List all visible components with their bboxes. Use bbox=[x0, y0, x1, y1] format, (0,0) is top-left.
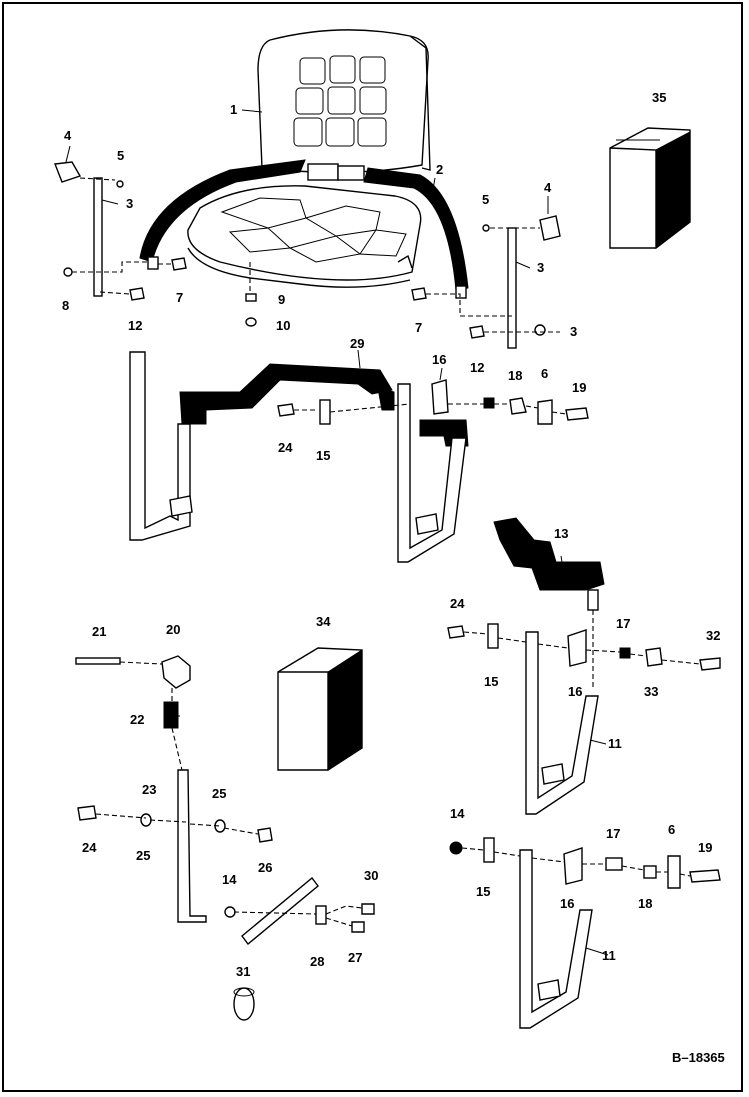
seat-bar-arm-right bbox=[397, 383, 467, 563]
callout-28: 28 bbox=[310, 954, 324, 969]
seat-back bbox=[257, 29, 431, 174]
callout-31: 31 bbox=[236, 964, 250, 979]
middle-hardware bbox=[277, 379, 589, 425]
callout-14-right: 14 bbox=[450, 806, 465, 821]
callout-16-middle: 16 bbox=[432, 352, 446, 367]
callout-18-lower: 18 bbox=[638, 896, 652, 911]
callout-3-left: 3 bbox=[126, 196, 133, 211]
callout-35: 35 bbox=[652, 90, 666, 105]
callout-18-middle: 18 bbox=[508, 368, 522, 383]
callout-4-left: 4 bbox=[64, 128, 72, 143]
callout-22: 22 bbox=[130, 712, 144, 727]
callout-7-left: 7 bbox=[176, 290, 183, 305]
callout-2: 2 bbox=[436, 162, 443, 177]
callout-23: 23 bbox=[142, 782, 156, 797]
callout-16-lower-right: 16 bbox=[560, 896, 574, 911]
bracket-right bbox=[411, 215, 561, 349]
callout-24-lower-left: 24 bbox=[82, 840, 97, 855]
bar-13 bbox=[493, 517, 605, 690]
callout-17-upper: 17 bbox=[616, 616, 630, 631]
callout-30: 30 bbox=[364, 868, 378, 883]
callout-26: 26 bbox=[258, 860, 272, 875]
callout-32: 32 bbox=[706, 628, 720, 643]
callout-12-right: 12 bbox=[470, 360, 484, 375]
figure-id: B–18365 bbox=[672, 1050, 725, 1065]
callout-17-lower: 17 bbox=[606, 826, 620, 841]
callout-25-lower: 25 bbox=[136, 848, 150, 863]
seat-cushion bbox=[187, 185, 422, 288]
manual-holder-35 bbox=[609, 127, 691, 250]
callout-11-upper: 11 bbox=[608, 736, 622, 751]
callout-5-left: 5 bbox=[117, 148, 124, 163]
lower-left-assembly bbox=[75, 655, 375, 1021]
callout-25-upper: 25 bbox=[212, 786, 226, 801]
callout-29: 29 bbox=[350, 336, 364, 351]
callout-15-middle: 15 bbox=[316, 448, 330, 463]
bracket-left bbox=[54, 161, 257, 327]
arm-upper-11 bbox=[447, 623, 721, 815]
callout-13: 13 bbox=[554, 526, 568, 541]
callout-21: 21 bbox=[92, 624, 106, 639]
leader-lines bbox=[65, 109, 609, 956]
callout-15-upper-right: 15 bbox=[484, 674, 498, 689]
callout-24-middle: 24 bbox=[278, 440, 293, 455]
callout-7-right: 7 bbox=[415, 320, 422, 335]
seat-bar-arm-left bbox=[129, 351, 193, 541]
callout-24-upper-right: 24 bbox=[450, 596, 465, 611]
callout-11-lower: 11 bbox=[602, 948, 616, 963]
arm-lower-11 bbox=[449, 837, 721, 1029]
callout-6-lower: 6 bbox=[668, 822, 675, 837]
seat-belt bbox=[139, 159, 469, 299]
callout-19-upper: 19 bbox=[572, 380, 586, 395]
callout-16-upper-right: 16 bbox=[568, 684, 582, 699]
callout-3-right-lower: 3 bbox=[570, 324, 577, 339]
callout-4-right: 4 bbox=[544, 180, 552, 195]
callout-6-upper: 6 bbox=[541, 366, 548, 381]
callout-9: 9 bbox=[278, 292, 285, 307]
callout-1: 1 bbox=[230, 102, 237, 117]
callout-19-lower: 19 bbox=[698, 840, 712, 855]
callout-34: 34 bbox=[316, 614, 331, 629]
callout-12-left: 12 bbox=[128, 318, 142, 333]
callout-14-lower-left: 14 bbox=[222, 872, 237, 887]
callout-8: 8 bbox=[62, 298, 69, 313]
callout-20: 20 bbox=[166, 622, 180, 637]
callout-33: 33 bbox=[644, 684, 658, 699]
callout-5-right: 5 bbox=[482, 192, 489, 207]
manual-holder-34 bbox=[277, 647, 363, 771]
callout-10: 10 bbox=[276, 318, 290, 333]
callout-3-right: 3 bbox=[537, 260, 544, 275]
callout-15-lower-right: 15 bbox=[476, 884, 490, 899]
callout-27: 27 bbox=[348, 950, 362, 965]
